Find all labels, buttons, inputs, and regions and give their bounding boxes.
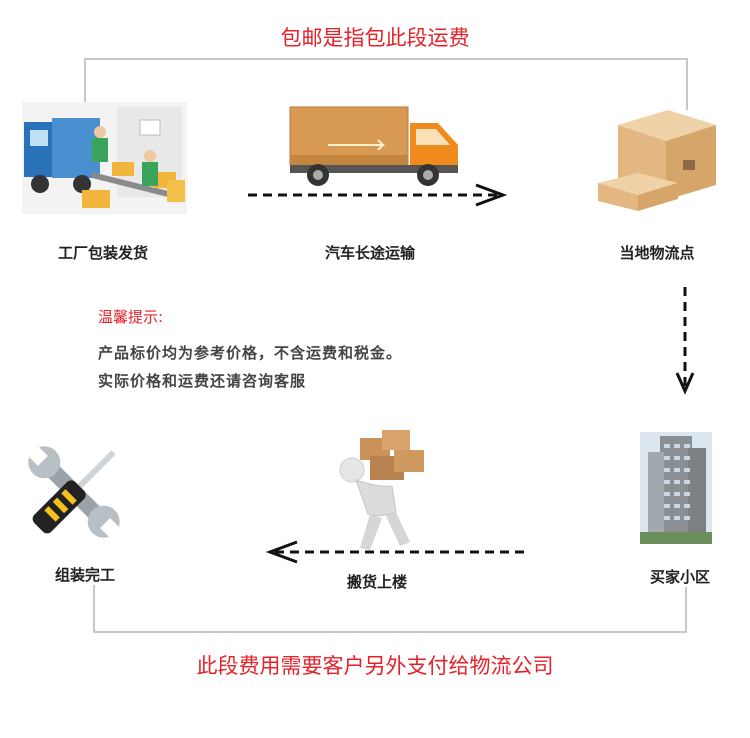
factory-loading-illustration (22, 102, 187, 214)
person-carrying-boxes-icon (330, 428, 430, 558)
delivery-truck-icon (288, 105, 463, 190)
step-label-carry: 搬货上楼 (346, 573, 407, 591)
footer-note: 此段费用需要客户另外支付给物流公司 (196, 654, 554, 678)
step-label-install: 组装完工 (30, 564, 140, 585)
top-bracket-frame (84, 58, 688, 110)
header-title: 包邮是指包此段运费 (280, 26, 470, 50)
step-label-factory: 工厂包装发货 (57, 244, 148, 262)
wrench-screwdriver-icon (20, 438, 128, 546)
arrow-factory-to-local (248, 183, 510, 207)
step-label-community: 买家小区 (625, 566, 735, 587)
arrow-local-to-community (674, 287, 696, 395)
cardboard-boxes-icon (598, 105, 723, 213)
arrow-carry-to-install (263, 540, 525, 564)
apartment-building-icon (640, 432, 712, 544)
tip-title: 温馨提示: (98, 308, 164, 326)
bottom-bracket-frame (93, 585, 687, 633)
step-label-local: 当地物流点 (619, 244, 695, 262)
step-label-truck: 汽车长途运输 (324, 244, 415, 262)
tip-line-2: 实际价格和运费还请咨询客服 (98, 372, 307, 390)
tip-line-1: 产品标价均为参考价格，不含运费和税金。 (98, 344, 403, 362)
